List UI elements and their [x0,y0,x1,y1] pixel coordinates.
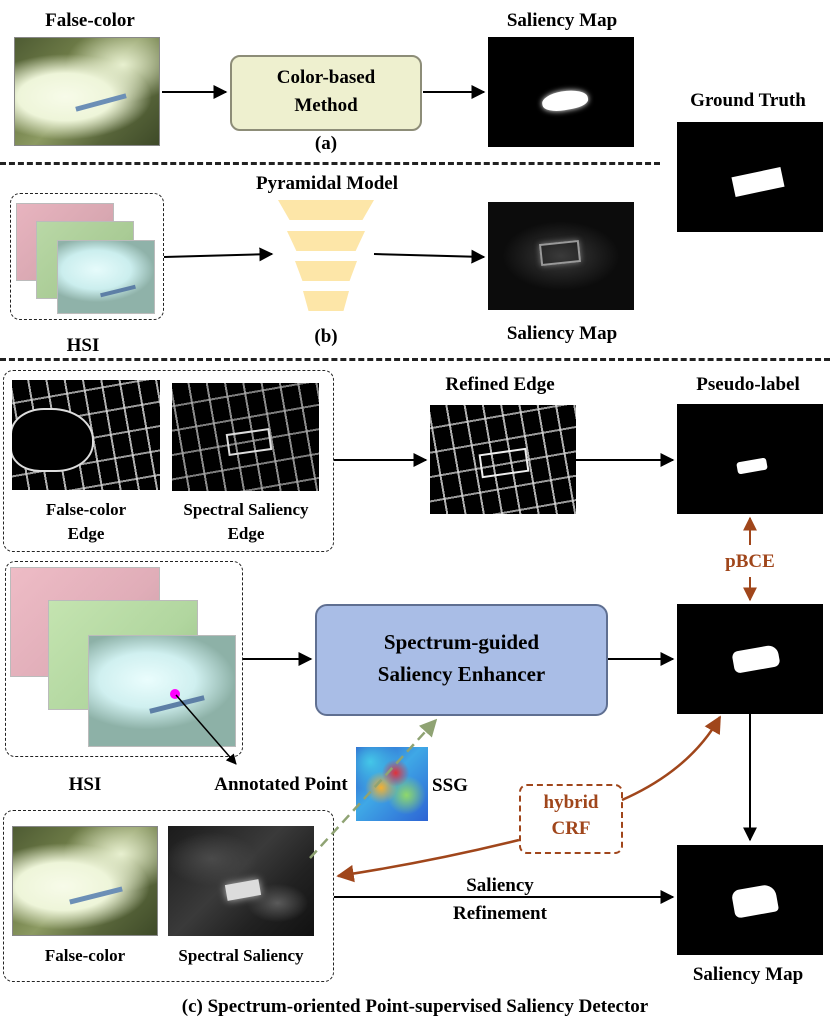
arrow-hybrid-to-spectral [336,838,520,883]
spectral-saliency-label: Spectral Saliency [178,946,304,965]
arrow-b-output [373,249,486,264]
spectral-edge-label-2: Edge [227,524,265,543]
panel-c-false-color-label: False-color [44,946,126,965]
final-saliency-label: Saliency Map [692,964,804,985]
enhancer-label-line1: Spectrum-guided [383,630,540,654]
panel-c-caption: (c) Spectrum-oriented Point-supervised S… [181,996,649,1017]
arrow-b-input [163,247,274,262]
panel-a-false-color-image [14,37,160,146]
panel-b-hsi-container [10,193,164,320]
refinement-label-line1: Saliency [466,875,534,896]
panel-c-hsi-label: HSI [68,774,102,795]
arrow-annotated-point [175,694,237,765]
enhancer-label-line2: Saliency Enhancer [377,662,546,686]
false-color-edge-label-1: False-color [45,500,127,519]
hybrid-label-line1: hybrid [543,792,599,813]
hybrid-crf-box [519,784,623,854]
ground-truth-label: Ground Truth [690,90,806,111]
spectral-saliency-edge-image [172,383,319,491]
panel-c-false-color-image [12,826,158,936]
annotated-point-marker [170,689,180,699]
panel-c-edge-container [3,370,334,552]
panel-c-bottom-container [3,810,334,982]
false-color-edge-void [12,410,92,470]
panel-b-hsi-layer-cyan [57,240,155,314]
panel-b-saliency-label: Saliency Map [506,323,618,344]
arrow-ssg [309,718,438,859]
pyramid-layer-1 [278,200,374,220]
pyramidal-model-label: Pyramidal Model [256,173,398,194]
pyramid-layer-3 [295,261,357,281]
ssg-heatmap [356,747,428,821]
pbce-label: pBCE [725,551,775,572]
enhanced-saliency-map [677,604,823,714]
panel-b-hsi-label: HSI [66,335,100,356]
false-color-edge-label-2: Edge [67,524,105,543]
annotated-point-label: Annotated Point [214,774,348,795]
ssg-label: SSG [432,775,468,796]
panel-b-caption: (b) [314,326,338,347]
panel-a-caption: (a) [314,133,338,154]
pseudo-label-image [677,404,823,514]
panel-c-hsi-layer-cyan [88,635,236,747]
arrow-hybrid-to-map [621,715,722,802]
false-color-edge-image [12,380,160,490]
spectral-edge-label-1: Spectral Saliency [183,500,309,519]
pyramid-layer-4 [303,291,349,311]
pyramid-layer-2 [287,231,365,251]
final-saliency-map [677,845,823,955]
method-label-line1: Color-based [276,67,376,88]
refinement-label-line2: Refinement [453,903,547,924]
divider-a-b [0,162,660,165]
refined-edge-image [430,405,576,514]
color-based-method-box [230,55,422,131]
hybrid-label-line2: CRF [551,818,591,839]
method-label-line2: Method [294,95,358,116]
panel-c-hsi-container [5,561,243,757]
panel-b-saliency-map [488,202,634,310]
ground-truth-image [677,122,823,232]
panel-a-false-color-label: False-color [45,10,135,31]
refined-edge-label: Refined Edge [445,374,555,395]
panel-a-saliency-label: Saliency Map [506,10,618,31]
spectral-saliency-image [168,826,314,936]
divider-b-c [0,358,830,361]
pseudo-label-title: Pseudo-label [696,374,800,395]
saliency-enhancer-box [315,604,608,716]
panel-a-saliency-map [488,37,634,147]
